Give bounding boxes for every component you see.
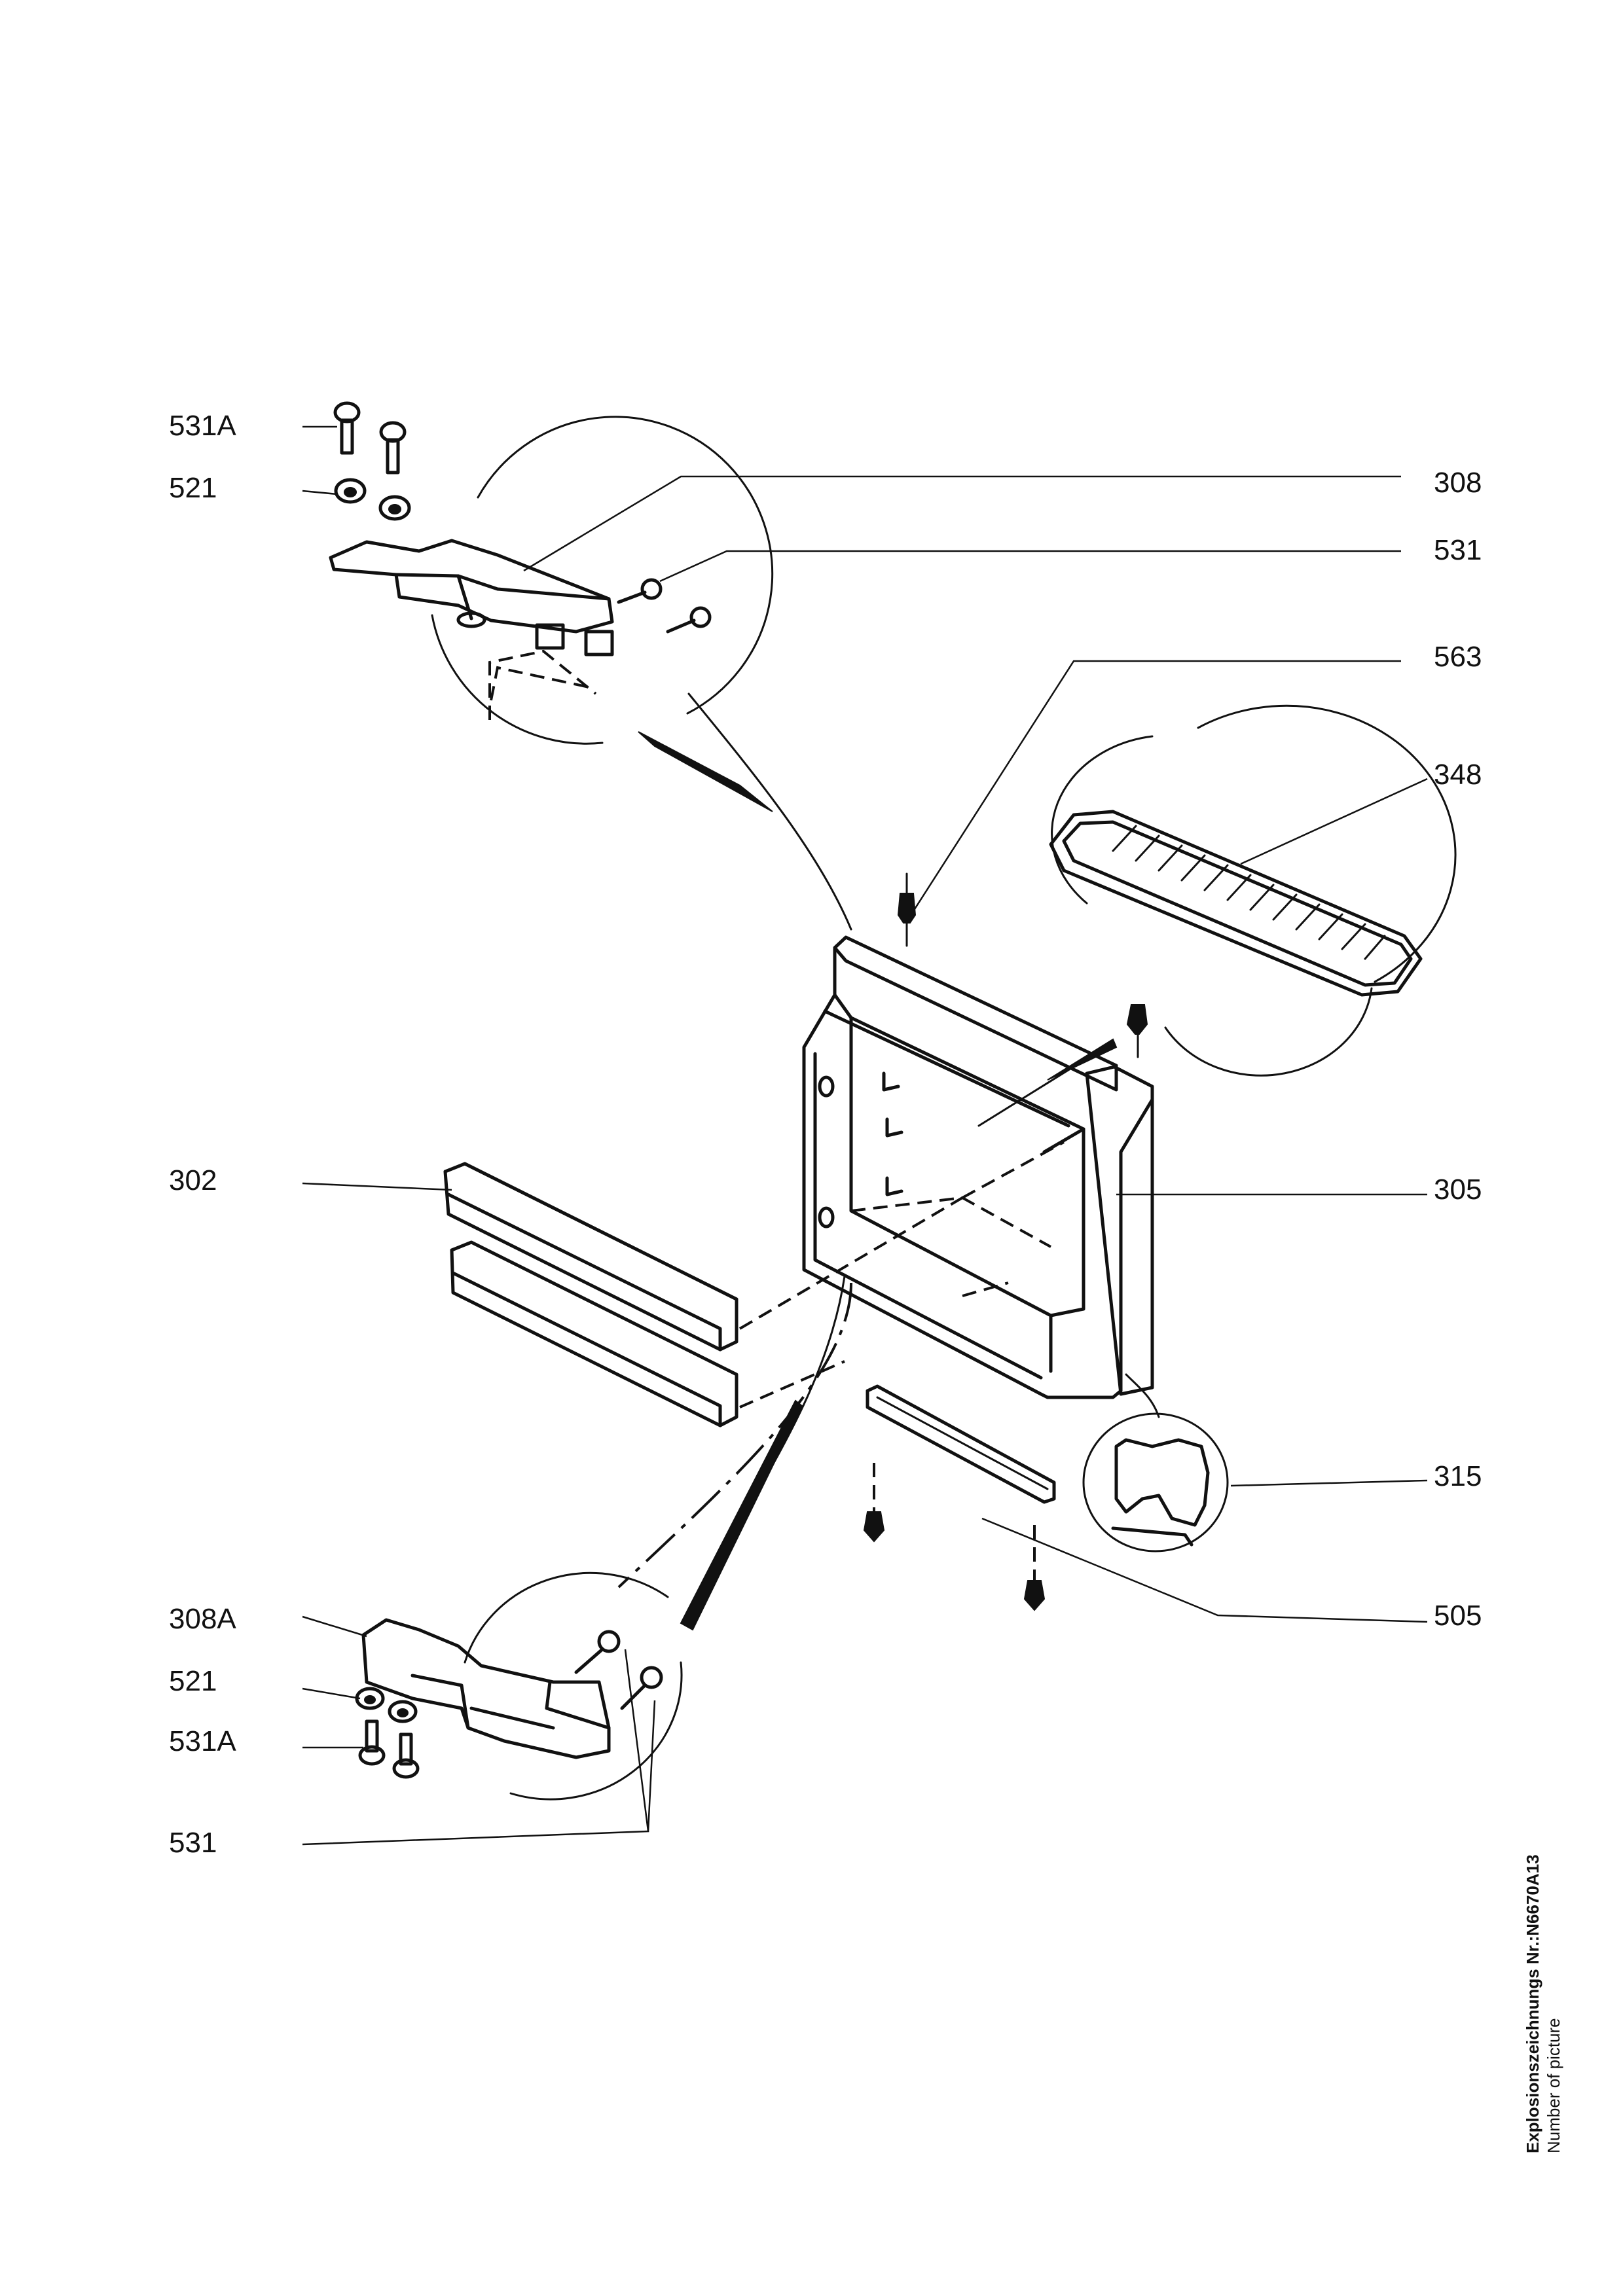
callout-531-bottom: 531 (169, 1827, 217, 1859)
washer-521-bottom-icon (355, 1687, 418, 1723)
hinge-308A-icon (361, 1618, 611, 1759)
callout-315: 315 (1434, 1460, 1482, 1492)
leader-lines (302, 425, 1428, 1846)
callout-305: 305 (1434, 1174, 1482, 1206)
assembly-lines (617, 1275, 1036, 1631)
door-rails-302 (443, 1162, 964, 1427)
callout-348: 348 (1434, 759, 1482, 791)
hinge-bar-505-icon (866, 1384, 1056, 1504)
callout-521-top: 521 (169, 472, 217, 504)
drawing-number-title: Explosionszeichnungs Nr.:N6670A13 (1523, 1854, 1542, 2153)
callout-531A-top: 531A (169, 410, 236, 442)
callout-531A-bottom: 531A (169, 1725, 236, 1757)
bottom-screws-icon (863, 1511, 1046, 1611)
washer-521-top-icon (334, 478, 411, 521)
screw-531A-bottom-icon (358, 1719, 420, 1779)
screw-531A-top-icon (333, 401, 407, 475)
screw-531-top-icon (617, 578, 712, 634)
seal-315-assembly (1082, 1373, 1229, 1552)
drawing-number-subtitle: Number of picture (1544, 2018, 1563, 2153)
callout-531-top: 531 (1434, 534, 1482, 566)
top-hinge-assembly (329, 401, 852, 931)
shelf-348-assembly (1049, 704, 1457, 1077)
callout-308A: 308A (169, 1603, 236, 1635)
callout-563: 563 (1434, 641, 1482, 673)
screw-563-icon (897, 872, 917, 947)
callout-308: 308 (1434, 467, 1482, 499)
cabinet-liner-305 (802, 935, 1154, 1399)
screw-531-bottom-icon (574, 1630, 663, 1710)
hinge-308-icon (329, 539, 614, 656)
callout-505: 505 (1434, 1600, 1482, 1632)
shelf-wire-bars (1112, 825, 1386, 960)
callout-302: 302 (169, 1164, 217, 1196)
bottom-hinge-assembly (355, 1571, 683, 1801)
callout-521-bottom: 521 (169, 1665, 217, 1697)
footer-drawing-number: Explosionszeichnungs Nr.:N6670A13 Number… (1523, 1854, 1563, 2153)
